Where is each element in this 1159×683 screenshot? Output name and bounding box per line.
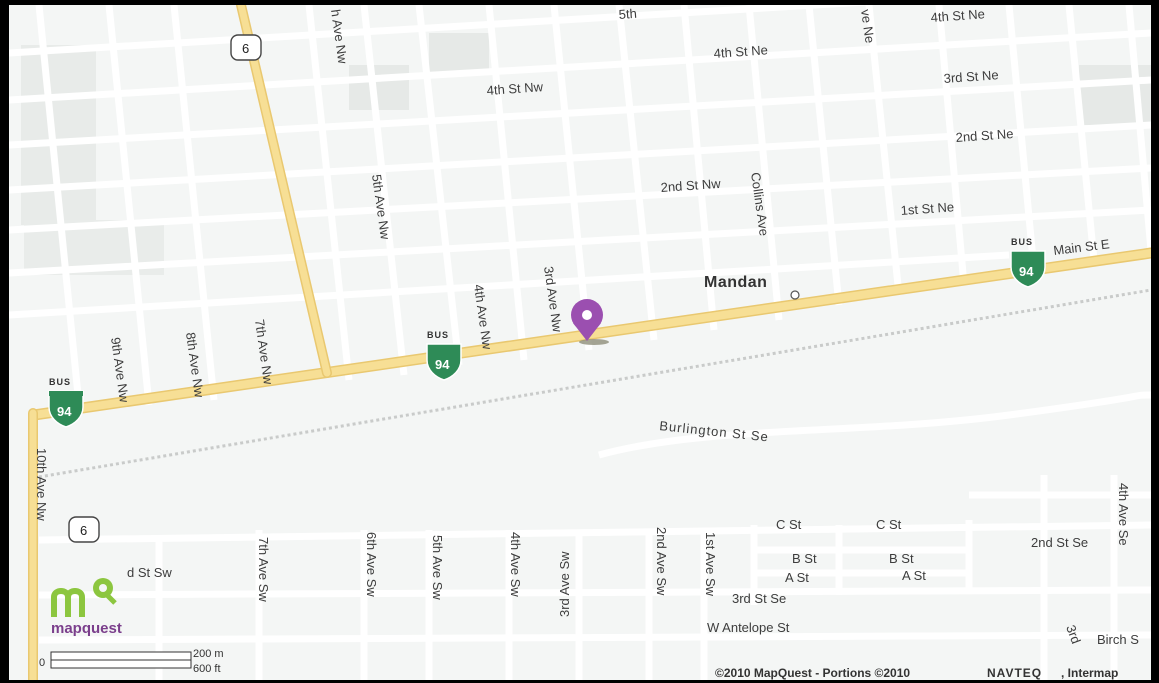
street-label-3rd-st-ne: 3rd St Ne	[943, 67, 999, 86]
svg-text:200 m: 200 m	[193, 648, 224, 660]
street-label-6th-ave-sw: 6th Ave Sw	[364, 532, 379, 597]
us-6-shield-1: 6	[230, 34, 262, 61]
street-label-5th-ave-sw: 5th Ave Sw	[430, 535, 445, 600]
street-label-9th-ave-nw: 9th Ave Nw	[108, 336, 132, 404]
bus-94-shield-2: BUS 94	[426, 330, 462, 381]
copyright-navteq: NAVTEQ	[987, 666, 1042, 680]
street-label-a-st-2: A St	[902, 568, 926, 583]
street-label-4th-st-ne-top: 4th St Ne	[930, 6, 985, 25]
svg-text:94: 94	[1019, 264, 1034, 279]
street-grid-north	[9, 5, 1151, 406]
street-label-b-st-1: B St	[792, 551, 817, 566]
svg-text:94: 94	[435, 357, 450, 372]
railroad	[38, 288, 1151, 479]
street-label-main-st-e: Main St E	[1053, 236, 1111, 258]
street-label-a-st-1: A St	[785, 570, 809, 585]
street-label-4th-ave-se: 4th Ave Se	[1116, 483, 1131, 546]
street-label-4th-st-nw: 4th St Nw	[486, 79, 544, 98]
mapquest-logo: mapquest	[51, 578, 122, 637]
street-label-7th-ave-sw: 7th Ave Sw	[256, 537, 271, 602]
svg-text:94: 94	[57, 404, 72, 419]
street-label-3rd-ave-sw: 3rd Ave Sw	[557, 551, 572, 617]
street-label-top-partial: 5th	[618, 6, 637, 22]
city-label: Mandan	[704, 274, 767, 291]
location-pin-icon[interactable]	[571, 298, 609, 345]
street-label-c-st-2: C St	[876, 517, 902, 532]
scale-bar: 0 200 m 600 ft	[39, 648, 224, 675]
copyright-mapquest: ©2010 MapQuest - Portions ©2010	[715, 666, 910, 680]
bus-94-shield-1: BUS 94	[48, 377, 84, 428]
street-label-top-ave-ne: ve Ne	[858, 8, 878, 44]
street-label-2nd-st-nw: 2nd St Nw	[660, 176, 721, 195]
svg-text:6: 6	[80, 523, 87, 538]
map-canvas[interactable]: 5th 4th St Ne 4th St Ne 4th St Nw 3rd St…	[9, 5, 1151, 680]
street-label-3rd-st-se: 3rd St Se	[732, 591, 786, 606]
street-label-4th-st-ne: 4th St Ne	[713, 42, 768, 61]
svg-text:0: 0	[39, 657, 45, 669]
svg-text:BUS: BUS	[49, 377, 71, 387]
svg-text:BUS: BUS	[427, 330, 449, 340]
street-label-2nd-ave-sw: 2nd Ave Sw	[654, 527, 669, 596]
street-label-2nd-st-se: 2nd St Se	[1031, 535, 1088, 550]
street-grid-south	[38, 391, 1151, 680]
mapquest-logo-text: mapquest	[51, 620, 122, 637]
highways	[28, 5, 1151, 680]
svg-text:6: 6	[242, 41, 249, 56]
map-svg[interactable]: 5th 4th St Ne 4th St Ne 4th St Nw 3rd St…	[9, 5, 1151, 680]
city-label-group: Mandan	[704, 274, 800, 300]
street-label-c-st-1: C St	[776, 517, 802, 532]
svg-text:BUS: BUS	[1011, 237, 1033, 247]
street-label-2nd-st-ne: 2nd St Ne	[955, 126, 1014, 145]
svg-text:600 ft: 600 ft	[193, 663, 221, 675]
street-label-4th-ave-nw: 4th Ave Nw	[471, 283, 495, 351]
copyright-intermap: , Intermap	[1061, 666, 1118, 680]
street-label-7th-ave-nw: 7th Ave Nw	[252, 318, 276, 386]
street-label-w-antelope-st: W Antelope St	[707, 620, 790, 635]
bus-94-shield-3: BUS 94	[1010, 237, 1046, 288]
street-label-10th-ave-nw: 10th Ave Nw	[34, 448, 49, 521]
street-label-birch-s: Birch S	[1097, 632, 1139, 647]
street-label-4th-ave-sw: 4th Ave Sw	[508, 532, 523, 597]
street-label-b-st-2: B St	[889, 551, 914, 566]
copyright: ©2010 MapQuest - Portions ©2010 NAVTEQ ,…	[715, 666, 1118, 680]
street-label-1st-ave-sw: 1st Ave Sw	[703, 532, 718, 597]
street-label-1st-st-ne: 1st St Ne	[900, 199, 954, 218]
street-label-3rd-st-sw: d St Sw	[127, 565, 172, 580]
street-label-3rd-bottom: 3rd	[1063, 623, 1084, 646]
street-label-3rd-ave-nw: 3rd Ave Nw	[541, 265, 565, 333]
us-6-shield-2: 6	[68, 516, 100, 543]
city-dot	[790, 290, 800, 300]
